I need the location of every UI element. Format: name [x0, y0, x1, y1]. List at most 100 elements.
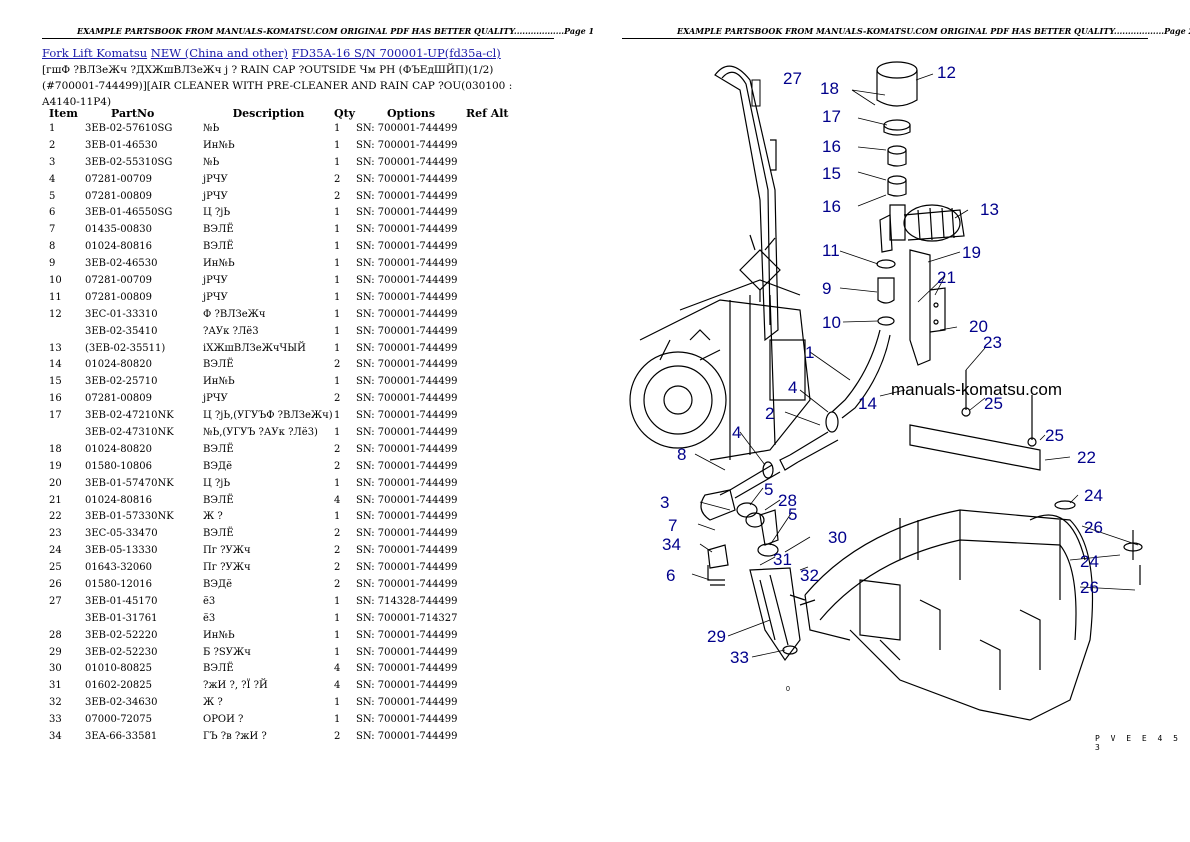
- callout-15: 15: [822, 164, 841, 183]
- cell-options: SN: 700001-744499: [356, 443, 458, 455]
- cell-options: SN: 700001-744499: [356, 207, 458, 219]
- section-title: [гшФ ?ВЛЗеЖч ?ДХЖшВЛЗеЖч j ? RAIN CAP ?O…: [42, 64, 513, 108]
- cell-qty: 4: [334, 494, 341, 506]
- breadcrumb-link-region[interactable]: NEW (China and other): [150, 46, 289, 60]
- cell-options: SN: 700001-744499: [356, 224, 458, 236]
- cell-partno: 01643-32060: [85, 562, 153, 574]
- cell-description: Ф ?ВЛЗеЖч: [203, 308, 266, 320]
- callout-29: 29: [707, 627, 726, 646]
- cell-description: Ж ?: [203, 511, 223, 523]
- cell-partno: 3EC-01-33310: [85, 308, 158, 320]
- cell-ref-alt: [466, 407, 516, 424]
- cell-partno: 01435-00830: [85, 224, 153, 236]
- cell-description: jРЧУ: [203, 173, 228, 185]
- cell-item: 22: [49, 511, 62, 523]
- cell-description: Б ?SУЖч: [203, 646, 251, 658]
- cell-partno: 01024-80820: [85, 359, 153, 371]
- header-rule-right: [622, 38, 1148, 39]
- pre-cleaner-parts: [700, 489, 816, 662]
- column-header-partno: PartNo: [111, 106, 155, 120]
- cell-ref-alt: [466, 255, 516, 272]
- cell-qty: 2: [334, 443, 341, 455]
- cell-item: [42, 424, 85, 441]
- cell-options: SN: 700001-744499: [356, 342, 458, 354]
- column-header-qty: Qty: [334, 106, 356, 120]
- cell-qty: 1: [334, 629, 341, 641]
- cell-partno: 01024-80816: [85, 494, 153, 506]
- cell-partno: 01024-80816: [85, 241, 153, 253]
- cell-description: ?жИ ?, ?Ї ?Й: [203, 680, 268, 692]
- cell-options: SN: 700001-744499: [356, 139, 458, 151]
- breadcrumb-link-model[interactable]: FD35A-16 S/N 700001-UP(fd35a-cl): [291, 46, 501, 60]
- cell-description: iХЖшВЛЗеЖчЧЫЙ: [203, 342, 306, 354]
- cell-options: SN: 700001-744499: [356, 545, 458, 557]
- callout-12: 12: [937, 63, 956, 82]
- cell-options: SN: 700001-744499: [356, 426, 458, 438]
- callout-34: 34: [662, 535, 681, 554]
- cell-description: jРЧУ: [203, 291, 228, 303]
- drawing-id: P V E E 4 5 3: [1095, 734, 1181, 752]
- cell-ref-alt: [466, 238, 516, 255]
- cell-partno: 3EB-02-35410: [85, 325, 158, 337]
- cell-qty: 2: [334, 173, 341, 185]
- cell-partno: 3EB-02-52230: [85, 646, 158, 658]
- column-header-options: Options: [386, 106, 436, 120]
- cell-ref-alt: [466, 525, 516, 542]
- cell-item: 23: [49, 528, 62, 540]
- cell-item: 27: [49, 595, 62, 607]
- cell-ref-alt: [466, 171, 516, 188]
- cell-ref-alt: [466, 424, 516, 441]
- callout-24b: 24: [1080, 552, 1099, 571]
- callout-20: 20: [969, 317, 988, 336]
- cell-item: 4: [49, 173, 56, 185]
- header-right: EXAMPLE PARTSBOOK FROM MANUALS-KOMATSU.C…: [677, 26, 1190, 36]
- cell-description: ВЭЛЁ: [203, 443, 234, 455]
- cell-partno: 3EB-02-25710: [85, 376, 158, 388]
- cell-partno: 07000-72075: [85, 714, 153, 726]
- cell-ref-alt: [466, 475, 516, 492]
- cell-options: SN: 700001-744499: [356, 511, 458, 523]
- callout-7: 7: [668, 516, 677, 535]
- cell-options: SN: 700001-744499: [356, 528, 458, 540]
- cell-partno: 3EB-02-47210NK: [85, 410, 174, 422]
- cell-options: SN: 700001-744499: [356, 291, 458, 303]
- column-header-description: Description: [232, 106, 305, 120]
- cell-partno: 3EB-01-31761: [85, 612, 158, 624]
- cell-ref-alt: [466, 373, 516, 390]
- cell-qty: 1: [334, 325, 341, 337]
- cell-partno: 3EB-01-57330NK: [85, 511, 174, 523]
- callout-14: 14: [858, 394, 877, 413]
- cell-ref-alt: [466, 694, 516, 711]
- cell-item: 11: [49, 291, 62, 303]
- cell-options: SN: 700001-744499: [356, 477, 458, 489]
- cell-item: 14: [49, 359, 62, 371]
- cell-qty: 1: [334, 258, 341, 270]
- callout-27: 27: [783, 69, 802, 88]
- cell-partno: 3EB-01-46530: [85, 139, 158, 151]
- breadcrumb-link-brand[interactable]: Fork Lift Komatsu: [42, 46, 148, 60]
- cell-ref-alt: [466, 627, 516, 644]
- cell-description: ВЭДё: [203, 578, 233, 590]
- cell-qty: 1: [334, 308, 341, 320]
- cell-item: 26: [49, 578, 62, 590]
- cell-ref-alt: [466, 289, 516, 306]
- cell-description: Ц ?jЬ: [203, 207, 231, 219]
- cell-ref-alt: [466, 677, 516, 694]
- cell-description: ё3: [203, 612, 216, 624]
- column-header-ref-alt: Ref Alt: [466, 106, 509, 120]
- cell-qty: 2: [334, 578, 341, 590]
